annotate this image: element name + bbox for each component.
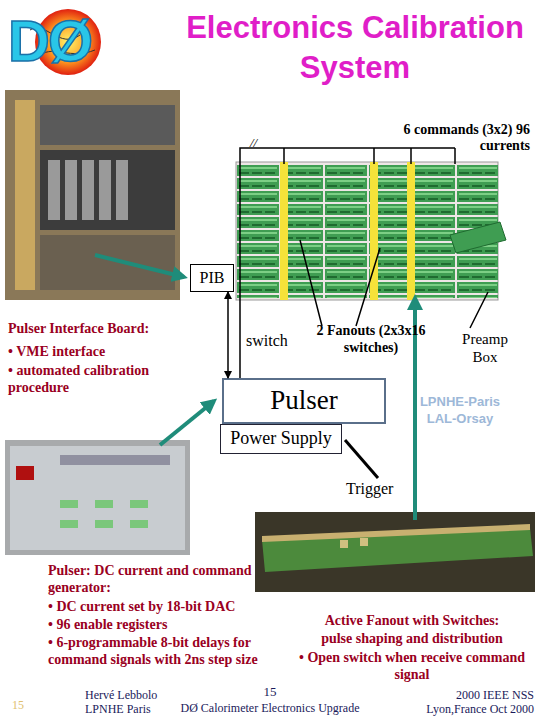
board-heading: Pulser Interface Board:: [8, 320, 188, 337]
board-bullet: • automated calibration procedure: [8, 362, 188, 396]
conference-note: 2000 IEEE NSS Lyon,France Oct 2000: [398, 688, 534, 716]
fanout-bullet: • Open switch when receive command signa…: [292, 649, 532, 683]
wire-note: 6 commands (3x2) 96 currents: [400, 122, 530, 154]
board-bullet: • VME interface: [8, 343, 188, 360]
break-mark: //: [250, 136, 270, 150]
node-text: PIB: [200, 269, 225, 287]
author-note: Hervé Lebbolo LPNHE Paris: [85, 688, 185, 716]
fanout-label: 2 Fanouts (2x3x16 switches): [296, 322, 446, 356]
preamp-label: Preamp Box: [450, 330, 520, 366]
pointer-arrow: [95, 255, 184, 277]
pulser-box: Pulser: [222, 378, 386, 424]
connector-arrow: [227, 292, 229, 378]
footer-title: DØ Calorimeter Electronics Upgrade: [150, 701, 390, 715]
pulser-bullet: • DC current set by 18-bit DAC: [48, 598, 288, 615]
trigger-line: [345, 440, 378, 478]
fanout-note: pulse shaping and distribution: [292, 630, 532, 647]
pointer-arrow: [160, 401, 214, 445]
power-supply-photo: [5, 440, 190, 555]
pulser-bullet: • 6-programmable 8-bit delays for comman…: [48, 634, 298, 668]
power-supply-box: Power Supply: [220, 424, 342, 454]
node-text: Pulser: [270, 386, 338, 416]
node-text: Power Supply: [230, 429, 332, 449]
title-heading: Electronics Calibration System: [185, 8, 525, 88]
interface-box: PIB: [190, 264, 234, 292]
fanout-heading: Active Fanout with Switches:: [292, 612, 532, 629]
logo-text: DØ: [8, 6, 128, 76]
page-number: 15: [12, 698, 42, 712]
pulser-heading: Pulser: DC current and command generator…: [48, 562, 288, 596]
page-number: 15: [255, 685, 285, 699]
fanout-photo: [255, 512, 535, 592]
leader-line: [300, 240, 488, 328]
trigger-label: Trigger: [346, 480, 416, 498]
command-wire: [240, 148, 455, 378]
switch-label: switch: [246, 332, 296, 350]
lab-label: LPNHE-Paris LAL-Orsay: [405, 393, 515, 427]
pulser-bullet: • 96 enable registers: [48, 616, 288, 633]
command-wire: [284, 148, 455, 164]
